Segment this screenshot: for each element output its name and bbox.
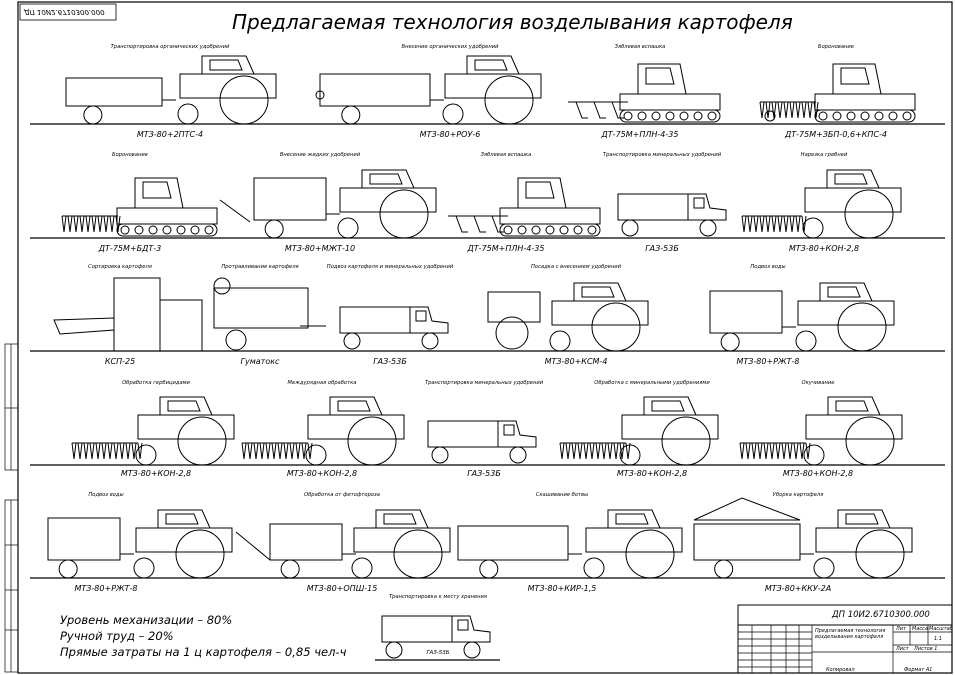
tb-format: Формат А1 bbox=[904, 667, 933, 673]
machine-treater bbox=[213, 277, 326, 351]
machine-sprayer-opsh bbox=[235, 509, 451, 579]
operation-caption: Транспортировка к месту хранения bbox=[388, 594, 488, 600]
machine-model-label: ГАЗ-53Б bbox=[373, 357, 407, 366]
operation-caption: Подвоз воды bbox=[88, 492, 124, 498]
machine-model-label: КСП-25 bbox=[104, 357, 136, 366]
machine-model-label: МТЗ-80+КОН-2,8 bbox=[616, 469, 688, 478]
tb-col-scale: Масштаб bbox=[929, 626, 953, 632]
operation-caption: Уборка картофеля bbox=[772, 492, 824, 498]
machine-model-label: ГАЗ-53Б bbox=[426, 650, 450, 656]
operation-caption: Транспортировка минеральных удобрений bbox=[424, 380, 544, 386]
machine-truck-gaz-1 bbox=[617, 193, 727, 237]
machine-model-label: ДТ-75М+ЗБП-0,6+КПС-4 bbox=[784, 130, 888, 139]
machine-harrow-kps bbox=[759, 63, 916, 123]
machine-model-label: ДТ-75М+ПЛН-4-35 bbox=[467, 244, 545, 253]
machine-model-label: МТЗ-80+КИР-1,5 bbox=[527, 584, 597, 593]
sheet-frame bbox=[17, 1, 953, 674]
sheet-title: Предлагаемая технология возделывания кар… bbox=[232, 10, 793, 34]
operation-caption: Обработка от фитофтороза bbox=[304, 492, 380, 498]
machine-illustrations bbox=[47, 55, 916, 659]
operation-caption: Нарезка гребней bbox=[800, 152, 848, 158]
operation-caption: Транспортировка минеральных удобрений bbox=[602, 152, 722, 158]
operation-caption: Подвоз картофеля и минеральных удобрений bbox=[326, 264, 454, 270]
machine-truck-gaz-3 bbox=[427, 420, 537, 464]
machine-model-label: Гуматокс bbox=[240, 357, 280, 366]
operation-caption: Обработка с минеральными удобрениями bbox=[594, 380, 710, 386]
machine-model-label: ДТ-75М+БДТ-3 bbox=[98, 244, 162, 253]
machine-model-label: МТЗ-80+КОН-2,8 bbox=[286, 469, 358, 478]
machine-water-rzt-1 bbox=[709, 282, 895, 352]
machine-kon-3 bbox=[559, 396, 719, 466]
operation-caption: Междурядная обработка bbox=[287, 380, 357, 386]
machine-ridger-1 bbox=[741, 169, 902, 239]
operation-caption: Подвоз воды bbox=[750, 264, 786, 270]
code-box bbox=[19, 3, 117, 21]
machine-model-label: МТЗ-80+2ПТС-4 bbox=[136, 130, 204, 139]
machine-model-label: МТЗ-80+РЖТ-8 bbox=[736, 357, 800, 366]
machine-model-label: МТЗ-80+КОН-2,8 bbox=[782, 469, 854, 478]
operation-caption: Внесение жидких удобрений bbox=[279, 152, 361, 158]
machine-model-label: МТЗ-80+КОН-2,8 bbox=[788, 244, 860, 253]
operation-caption: Обработка гербицидами bbox=[122, 380, 190, 386]
machine-spreader-rou6 bbox=[315, 55, 542, 125]
tb-scale: 1:1 bbox=[934, 636, 943, 642]
tb-sheets: Листов 1 bbox=[914, 646, 938, 652]
tb-doc-name: Предлагаемая технология возделывания кар… bbox=[815, 628, 886, 640]
machine-kon-2 bbox=[241, 396, 405, 466]
operation-caption: Скашивание ботвы bbox=[535, 492, 589, 498]
machine-sorter-ksp bbox=[53, 277, 203, 352]
tb-col-lit: Лит bbox=[896, 626, 906, 632]
operation-caption: Окучивание bbox=[801, 380, 835, 386]
mechanization-level: Уровень механизации – 80% bbox=[60, 613, 233, 627]
machine-model-label: ДТ-75М+ПЛН-4-35 bbox=[601, 130, 679, 139]
title-block bbox=[737, 604, 953, 674]
machine-model-label: МТЗ-80+РОУ-6 bbox=[419, 130, 481, 139]
machine-planter-ksm bbox=[487, 282, 649, 352]
machine-truck-gaz-4 bbox=[381, 615, 491, 659]
operation-caption: Боронование bbox=[112, 152, 148, 158]
mirrored-code: ДП 10И2.6710300.000 bbox=[24, 8, 105, 16]
machine-plough-2 bbox=[448, 177, 601, 237]
tb-sheet: Лист bbox=[896, 646, 909, 652]
machine-liquid-mzt bbox=[219, 169, 437, 239]
tb-col-mass: Масса bbox=[912, 626, 928, 632]
machine-transport-organic bbox=[65, 55, 277, 125]
machine-model-label: МТЗ-80+ККУ-2А bbox=[764, 584, 832, 593]
tb-copied: Копировал bbox=[826, 667, 855, 673]
machine-kon-4 bbox=[739, 396, 903, 466]
operation-caption: Сортировка картофеля bbox=[88, 264, 152, 270]
operation-caption: Внесение органических удобрений bbox=[401, 44, 499, 50]
direct-costs: Прямые затраты на 1 ц картофеля – 0,85 ч… bbox=[60, 645, 347, 659]
operation-caption: Протравливание картофеля bbox=[221, 264, 299, 270]
machine-harvester-kku bbox=[693, 497, 913, 579]
side-stamp-strips bbox=[4, 343, 19, 673]
machine-truck-gaz-2 bbox=[339, 306, 449, 350]
operation-caption: Боронование bbox=[818, 44, 854, 50]
machine-model-label: ГАЗ-53Б bbox=[467, 469, 501, 478]
operation-caption: Зяблевая вспашка bbox=[614, 44, 666, 50]
machine-model-label: МТЗ-80+ОПШ-15 bbox=[306, 584, 378, 593]
machine-water-rzt-2 bbox=[47, 509, 233, 579]
tb-designation: ДП 10И2.6710300.000 bbox=[832, 610, 930, 620]
machine-kon-1 bbox=[71, 396, 235, 466]
operation-caption: Транспортировка органических удобрений bbox=[110, 44, 230, 50]
machine-model-label: МТЗ-80+МЖТ-10 bbox=[284, 244, 356, 253]
machine-topper-kir bbox=[457, 509, 683, 579]
machine-model-label: МТЗ-80+КОН-2,8 bbox=[120, 469, 192, 478]
machine-model-label: ГАЗ-53Б bbox=[645, 244, 679, 253]
manual-labor: Ручной труд – 20% bbox=[60, 629, 174, 643]
machine-model-label: МТЗ-80+КСМ-4 bbox=[544, 357, 608, 366]
machine-plough-1 bbox=[568, 63, 721, 123]
operation-caption: Зяблевая вспашка bbox=[480, 152, 532, 158]
machine-model-label: МТЗ-80+РЖТ-8 bbox=[74, 584, 138, 593]
machine-harrow-bdt bbox=[61, 177, 218, 237]
operation-caption: Посадка с внесением удобрений bbox=[530, 264, 622, 270]
